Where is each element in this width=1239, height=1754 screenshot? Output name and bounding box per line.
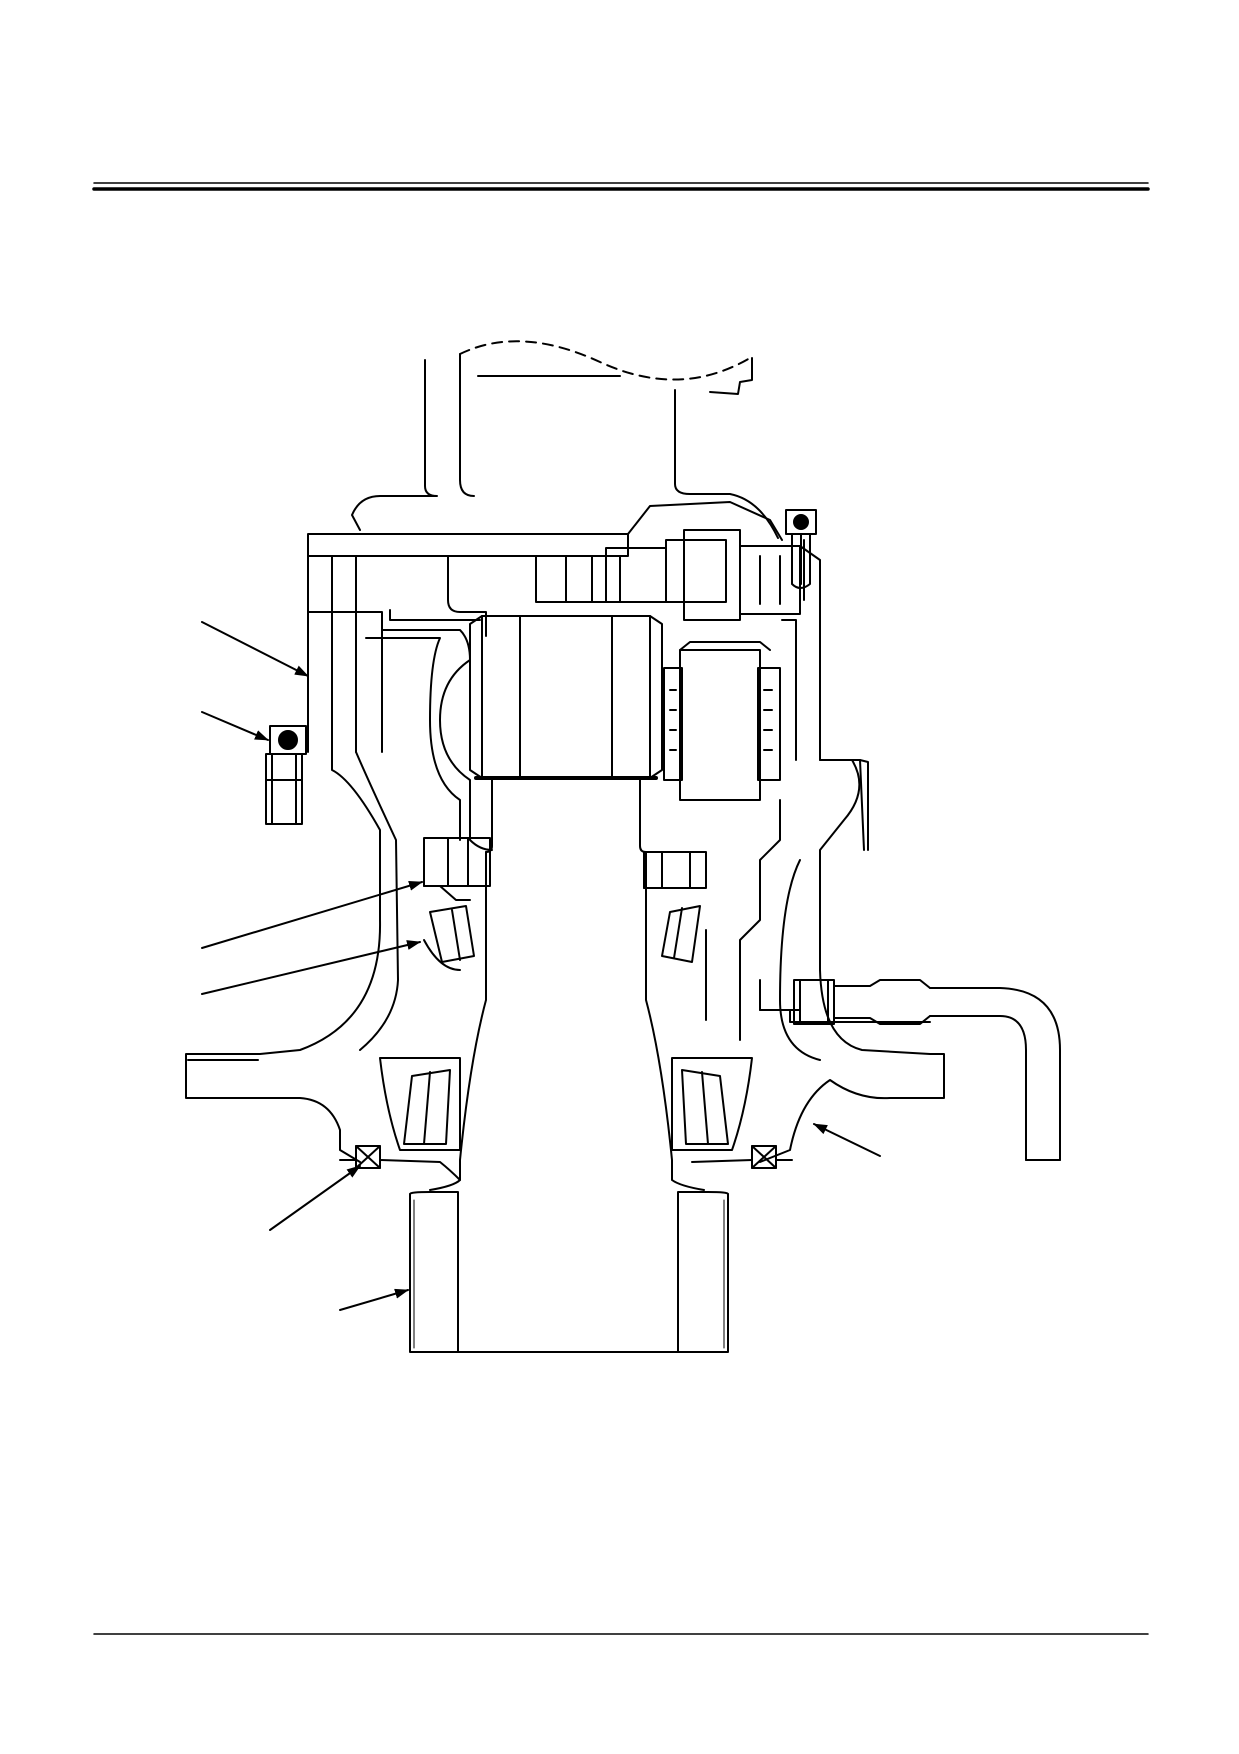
planet-gear-upper	[535, 529, 801, 621]
lower-bearing-left	[379, 1057, 461, 1151]
header-rule	[92, 182, 1150, 191]
sun-gear-block	[469, 615, 663, 780]
top-right-bolt	[785, 509, 817, 589]
needle-bearing-teeth	[669, 689, 773, 751]
callout-arrow-housing	[201, 621, 309, 677]
oil-seal-right	[691, 1145, 793, 1169]
planet-gear-right	[663, 641, 781, 801]
callout-arrow-bolt	[201, 711, 269, 741]
upper-shaft-casting	[351, 340, 779, 539]
callout-arrow-upper-bearing-cup	[201, 880, 423, 949]
bottom-shaft-sleeve	[409, 1191, 729, 1353]
callout-arrow-spindle	[339, 1288, 409, 1311]
callout-arrow-hub	[813, 1123, 881, 1157]
left-outer-bolt	[265, 725, 307, 825]
outer-hub-left	[185, 751, 399, 1163]
upper-bearing-left	[423, 837, 491, 971]
lower-bearing-right	[671, 1057, 753, 1151]
hydraulic-hose-fitting	[759, 979, 1061, 1161]
upper-bearing-right	[643, 851, 707, 1021]
left-housing	[307, 555, 493, 851]
outer-hub-right	[759, 759, 945, 1163]
top-flange-plate	[307, 501, 783, 753]
oil-seal-left	[339, 1145, 461, 1181]
hub-cross-section-drawing	[185, 340, 1061, 1353]
callout-arrows	[201, 621, 881, 1311]
callout-arrow-upper-bearing-cone	[201, 940, 421, 995]
callout-arrow-oil-seal	[269, 1165, 361, 1231]
